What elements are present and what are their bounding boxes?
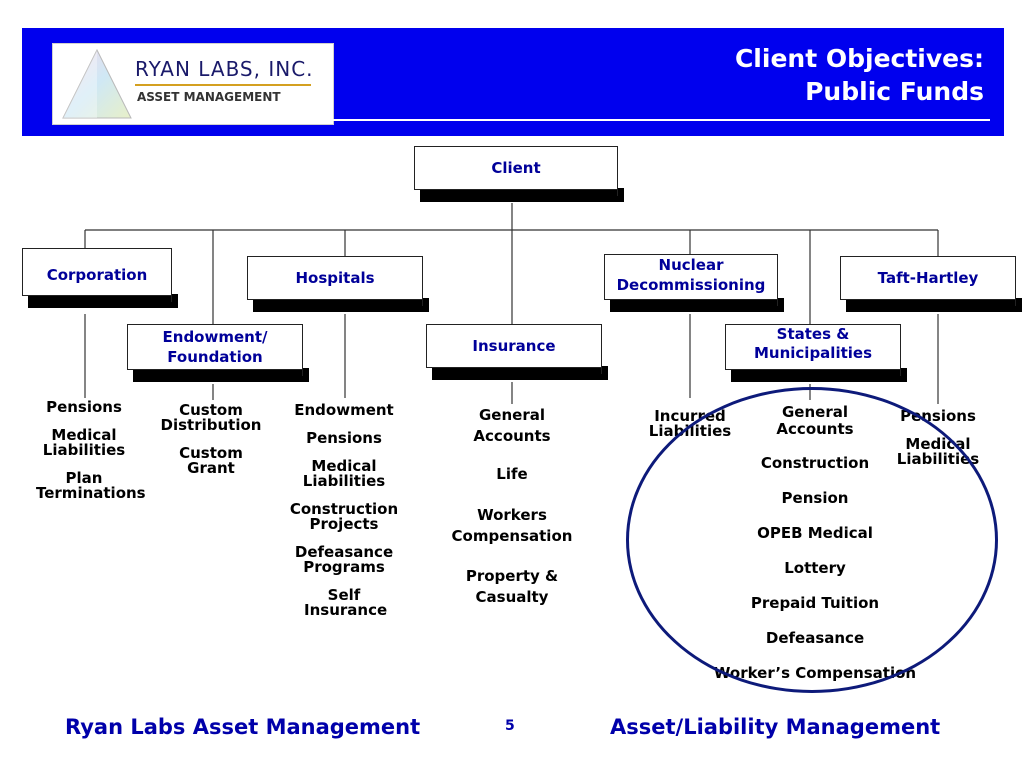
list-item: Custom Distribution <box>160 401 262 434</box>
page-number: 5 <box>505 718 515 734</box>
taft-hartley-label: Taft-Hartley <box>840 256 1016 300</box>
corporation-node: Corporation <box>22 248 178 310</box>
nuclear-line-1: Nuclear <box>658 256 724 274</box>
hospitals-label: Hospitals <box>247 256 423 300</box>
hospitals-list: Endowment Pensions Medical Liabilities C… <box>274 403 414 618</box>
endowment-list: Custom Distribution Custom Grant <box>153 403 269 476</box>
list-item: General Accounts <box>473 406 551 445</box>
list-item: Pensions <box>46 398 122 416</box>
endowment-label: Endowment/ Foundation <box>127 324 303 370</box>
list-item: Medical Liabilities <box>42 426 126 459</box>
corporation-list: Pensions Medical Liabilities Plan Termin… <box>14 400 154 501</box>
list-item: Property & Casualty <box>465 567 559 606</box>
states-line-2: Municipalities <box>753 344 872 362</box>
list-item: Defeasance Programs <box>294 543 394 576</box>
corporation-label: Corporation <box>22 248 172 296</box>
taft-hartley-node: Taft-Hartley <box>840 256 1022 314</box>
page-title: Client Objectives: Public Funds <box>584 42 984 108</box>
logo-rule <box>135 84 311 86</box>
nuclear-label: Nuclear Decommissioning <box>604 254 778 300</box>
list-item: Life <box>496 465 528 483</box>
endowment-line-2: Foundation <box>167 348 263 366</box>
list-item: Pensions <box>306 429 382 447</box>
insurance-list: General Accounts Life Workers Compensati… <box>432 405 592 608</box>
nuclear-line-2: Decommissioning <box>616 276 766 294</box>
states-line-1: States & <box>776 325 850 343</box>
company-logo: RYAN LABS, INC. ASSET MANAGEMENT <box>52 43 334 125</box>
list-item: Plan Terminations <box>36 469 146 502</box>
states-label: States & Municipalities <box>725 324 901 370</box>
title-line-1: Client Objectives: <box>734 44 984 73</box>
client-node: Client <box>414 146 624 204</box>
hospitals-node: Hospitals <box>247 256 429 314</box>
list-item: Medical Liabilities <box>302 457 386 490</box>
logo-subtitle: ASSET MANAGEMENT <box>137 90 281 104</box>
title-line-2: Public Funds <box>805 77 984 106</box>
header-rule <box>332 119 990 121</box>
footer-topic: Asset/Liability Management <box>610 715 941 739</box>
nuclear-node: Nuclear Decommissioning <box>604 254 784 314</box>
insurance-node: Insurance <box>426 324 608 382</box>
list-item: Self Insurance <box>304 586 388 619</box>
highlight-ellipse <box>626 387 998 693</box>
endowment-node: Endowment/ Foundation <box>127 324 309 384</box>
footer-company: Ryan Labs Asset Management <box>65 715 421 739</box>
logo-name: RYAN LABS, INC. <box>135 57 314 81</box>
states-node: States & Municipalities <box>725 324 907 384</box>
client-label: Client <box>414 146 618 190</box>
list-item: Endowment <box>294 401 394 419</box>
endowment-line-1: Endowment/ <box>162 328 268 346</box>
insurance-label: Insurance <box>426 324 602 368</box>
list-item: Workers Compensation <box>451 506 573 545</box>
pyramid-icon <box>62 48 132 119</box>
list-item: Construction Projects <box>289 500 399 533</box>
list-item: Custom Grant <box>179 444 243 477</box>
